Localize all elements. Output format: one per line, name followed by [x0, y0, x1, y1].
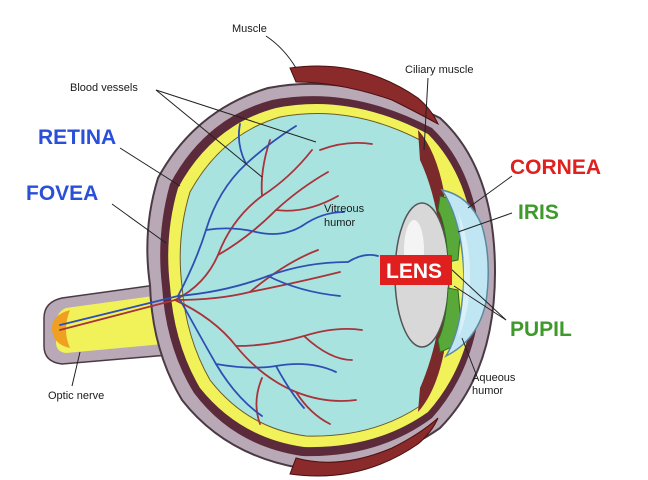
leader-fovea — [111, 203, 167, 244]
retina-inner-edge — [179, 113, 421, 437]
muscle-lower — [289, 417, 439, 477]
leader-ciliary-muscle — [423, 77, 429, 151]
label-vitreous-humor-line2: humor — [324, 217, 356, 229]
label-aqueous-humor-line1: Aqueous — [472, 372, 516, 384]
label-muscle: Muscle — [232, 23, 267, 35]
label-lens: LENS — [386, 260, 442, 283]
leader-lines — [71, 35, 513, 387]
leader-optic-nerve — [71, 351, 81, 387]
leader-pupil-2 — [453, 285, 507, 321]
veins — [59, 123, 379, 417]
leader-iris — [457, 212, 513, 233]
vitreous-humor — [180, 113, 446, 437]
leader-cornea — [467, 175, 513, 209]
label-fovea: FOVEA — [26, 182, 98, 205]
label-retina: RETINA — [38, 126, 116, 149]
label-optic-nerve: Optic nerve — [48, 390, 104, 402]
label-ciliary-muscle: Ciliary muscle — [405, 64, 473, 76]
muscle-upper — [289, 65, 440, 126]
leader-pupil-1 — [449, 267, 507, 321]
arteries — [59, 139, 373, 425]
label-vitreous-humor-line1: Vitreous — [324, 203, 365, 215]
lens-label-box — [380, 255, 452, 285]
leader-muscle — [265, 35, 297, 69]
label-cornea: CORNEA — [510, 156, 601, 179]
leader-blood-vessels-2 — [155, 89, 317, 143]
leader-retina — [119, 147, 181, 187]
label-blood-vessels: Blood vessels — [70, 82, 138, 94]
leader-blood-vessels-1 — [155, 89, 263, 178]
leader-aqueous — [461, 337, 477, 375]
label-iris: IRIS — [518, 201, 559, 224]
label-aqueous-humor-line2: humor — [472, 385, 504, 397]
aqueous-humor — [458, 212, 470, 338]
label-pupil: PUPIL — [510, 318, 572, 341]
